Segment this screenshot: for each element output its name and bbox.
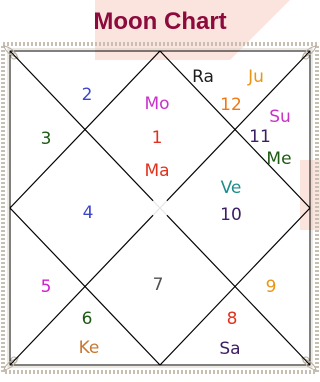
- house-number-5: 5: [41, 277, 52, 297]
- house-number-9: 9: [266, 277, 277, 297]
- house-number-10: 10: [220, 205, 242, 225]
- house-number-2: 2: [82, 85, 93, 105]
- house-number-1: 1: [152, 128, 163, 148]
- planets: Mo Ma Ra Ju Su Me Ve Sa Ke: [79, 67, 292, 359]
- planet-mo: Mo: [144, 94, 169, 114]
- house-number-4: 4: [83, 203, 94, 223]
- center-glow: [150, 198, 170, 218]
- house-number-6: 6: [82, 309, 93, 329]
- planet-su: Su: [269, 107, 291, 127]
- planet-ma: Ma: [144, 161, 169, 181]
- planet-me: Me: [266, 149, 291, 169]
- planet-sa: Sa: [219, 339, 240, 359]
- house-number-7: 7: [153, 275, 164, 295]
- house-number-11: 11: [249, 127, 271, 147]
- house-number-12: 12: [220, 95, 242, 115]
- planet-ve: Ve: [221, 178, 242, 198]
- chart-title: Moon Chart: [0, 8, 320, 36]
- planet-ju: Ju: [247, 67, 264, 87]
- planet-ke: Ke: [79, 338, 100, 358]
- house-number-8: 8: [227, 309, 238, 329]
- planet-ra: Ra: [192, 67, 214, 87]
- house-number-3: 3: [41, 129, 52, 149]
